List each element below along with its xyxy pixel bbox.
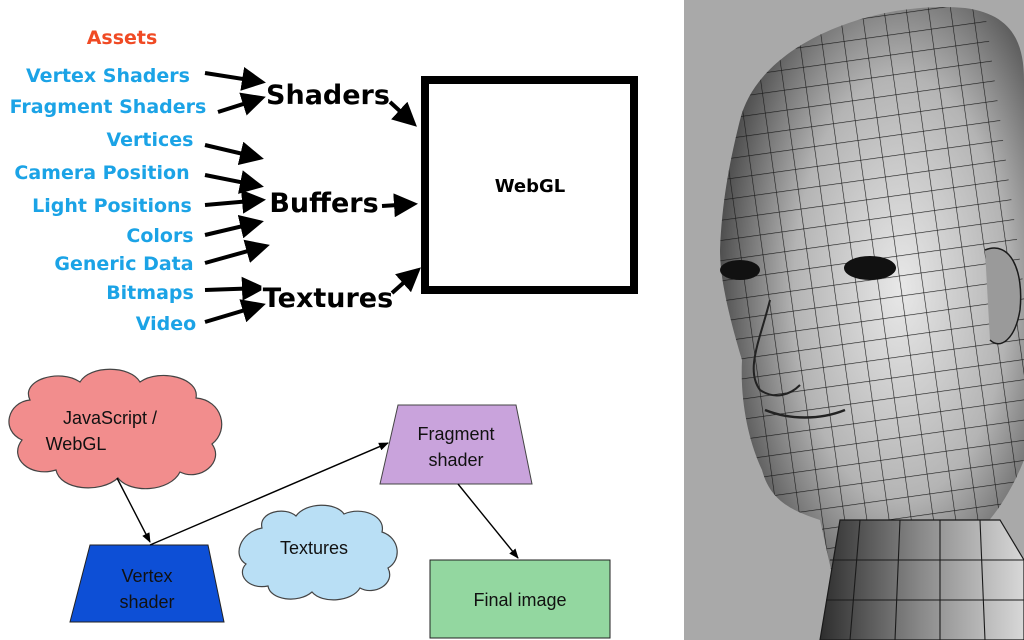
vertex-label-line2: shader	[119, 592, 174, 612]
asset-vertex-shaders: Vertex Shaders	[26, 65, 190, 87]
group-arrows	[381, 100, 421, 295]
vertex-label-line1: Vertex	[121, 566, 172, 586]
fragment-label-line1: Fragment	[417, 424, 494, 444]
fragment-label-line2: shader	[428, 450, 483, 470]
group-buffers: Buffers	[269, 188, 378, 219]
asset-generic-data: Generic Data	[54, 253, 193, 275]
asset-colors: Colors	[126, 225, 193, 247]
pipeline-arrows	[116, 442, 519, 559]
webgl-box	[421, 76, 638, 294]
final-image-label: Final image	[473, 590, 566, 610]
webgl-label: WebGL	[495, 176, 566, 197]
wireframe-head-image	[684, 0, 1024, 640]
asset-fragment-shaders: Fragment Shaders	[10, 96, 207, 118]
assets-title: Assets	[87, 27, 158, 49]
final-image-node	[429, 559, 611, 639]
asset-video: Video	[136, 313, 196, 335]
vertex-shader-node: Vertex shader	[69, 544, 225, 623]
asset-bitmaps: Bitmaps	[106, 282, 194, 304]
js-label-line1: JavaScript /	[63, 408, 157, 428]
js-label-line2: WebGL	[46, 434, 107, 454]
js-cloud: JavaScript / WebGL	[8, 368, 223, 490]
group-shaders: Shaders	[266, 80, 390, 111]
asset-camera-position: Camera Position	[14, 162, 189, 184]
asset-light-positions: Light Positions	[32, 195, 192, 217]
fragment-shader-node: Fragment shader	[379, 404, 533, 485]
group-textures: Textures	[263, 283, 393, 314]
textures-cloud: Textures	[238, 504, 398, 601]
asset-vertices: Vertices	[107, 129, 194, 151]
asset-arrows	[204, 67, 270, 324]
textures-cloud-label: Textures	[280, 538, 348, 558]
